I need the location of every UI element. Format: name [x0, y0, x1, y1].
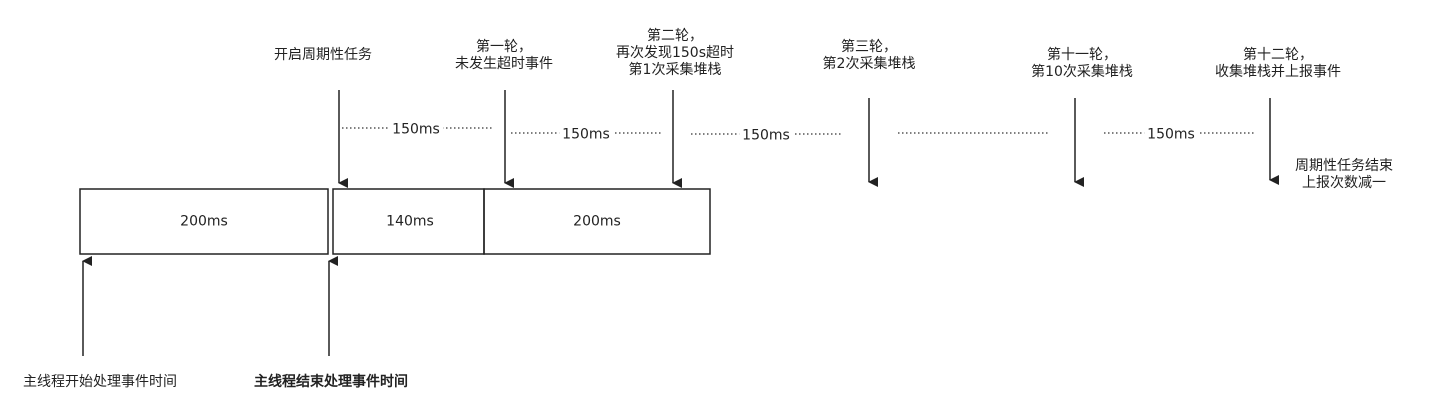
main-thread-end-label: 主线程结束处理事件时间 [254, 374, 408, 390]
duration-box-2-label: 140ms [386, 213, 434, 230]
end-note-line-1: 周期性任务结束 [1295, 158, 1393, 174]
event-label-5-line-2: 第10次采集堆栈 [1031, 64, 1133, 80]
event-label-4-line-1: 第三轮， [840, 39, 897, 55]
event-label-1-line-1: 开启周期性任务 [274, 47, 372, 63]
event-label-6-line-1: 第十二轮， [1243, 47, 1313, 63]
interval-label-3: 150ms [739, 127, 793, 145]
interval-label-2: 150ms [559, 126, 613, 144]
event-label-3-line-2: 再次发现150s超时 [615, 45, 735, 61]
event-label-6: 第十二轮， 收集堆栈并上报事件 [1215, 47, 1341, 81]
duration-box-1 [79, 188, 329, 255]
event-label-4: 第三轮， 第2次采集堆栈 [823, 39, 916, 73]
end-note-line-2: 上报次数减一 [1302, 175, 1386, 191]
interval-label-4: 150ms [1144, 126, 1198, 144]
event-label-6-line-2: 收集堆栈并上报事件 [1215, 64, 1341, 80]
event-label-1: 开启周期性任务 [274, 47, 372, 64]
event-label-3-line-3: 第1次采集堆栈 [628, 62, 722, 78]
main-thread-start-label: 主线程开始处理事件时间 [23, 374, 177, 390]
event-label-5-line-1: 第十一轮， [1046, 47, 1117, 63]
end-note: 周期性任务结束 上报次数减一 [1295, 158, 1393, 192]
event-label-4-line-2: 第2次采集堆栈 [822, 56, 916, 72]
event-label-2-line-2: 未发生超时事件 [455, 56, 553, 72]
interval-label-1: 150ms [389, 121, 443, 139]
event-label-3-line-1: 第二轮， [646, 28, 703, 44]
duration-box-3 [483, 188, 711, 255]
event-label-3: 第二轮， 再次发现150s超时 第1次采集堆栈 [616, 28, 734, 79]
duration-box-3-label: 200ms [573, 213, 621, 230]
event-label-2-line-1: 第一轮， [476, 39, 532, 55]
duration-box-1-label: 200ms [180, 213, 228, 230]
event-label-5: 第十一轮， 第10次采集堆栈 [1031, 47, 1133, 81]
event-label-2: 第一轮， 未发生超时事件 [455, 39, 553, 73]
